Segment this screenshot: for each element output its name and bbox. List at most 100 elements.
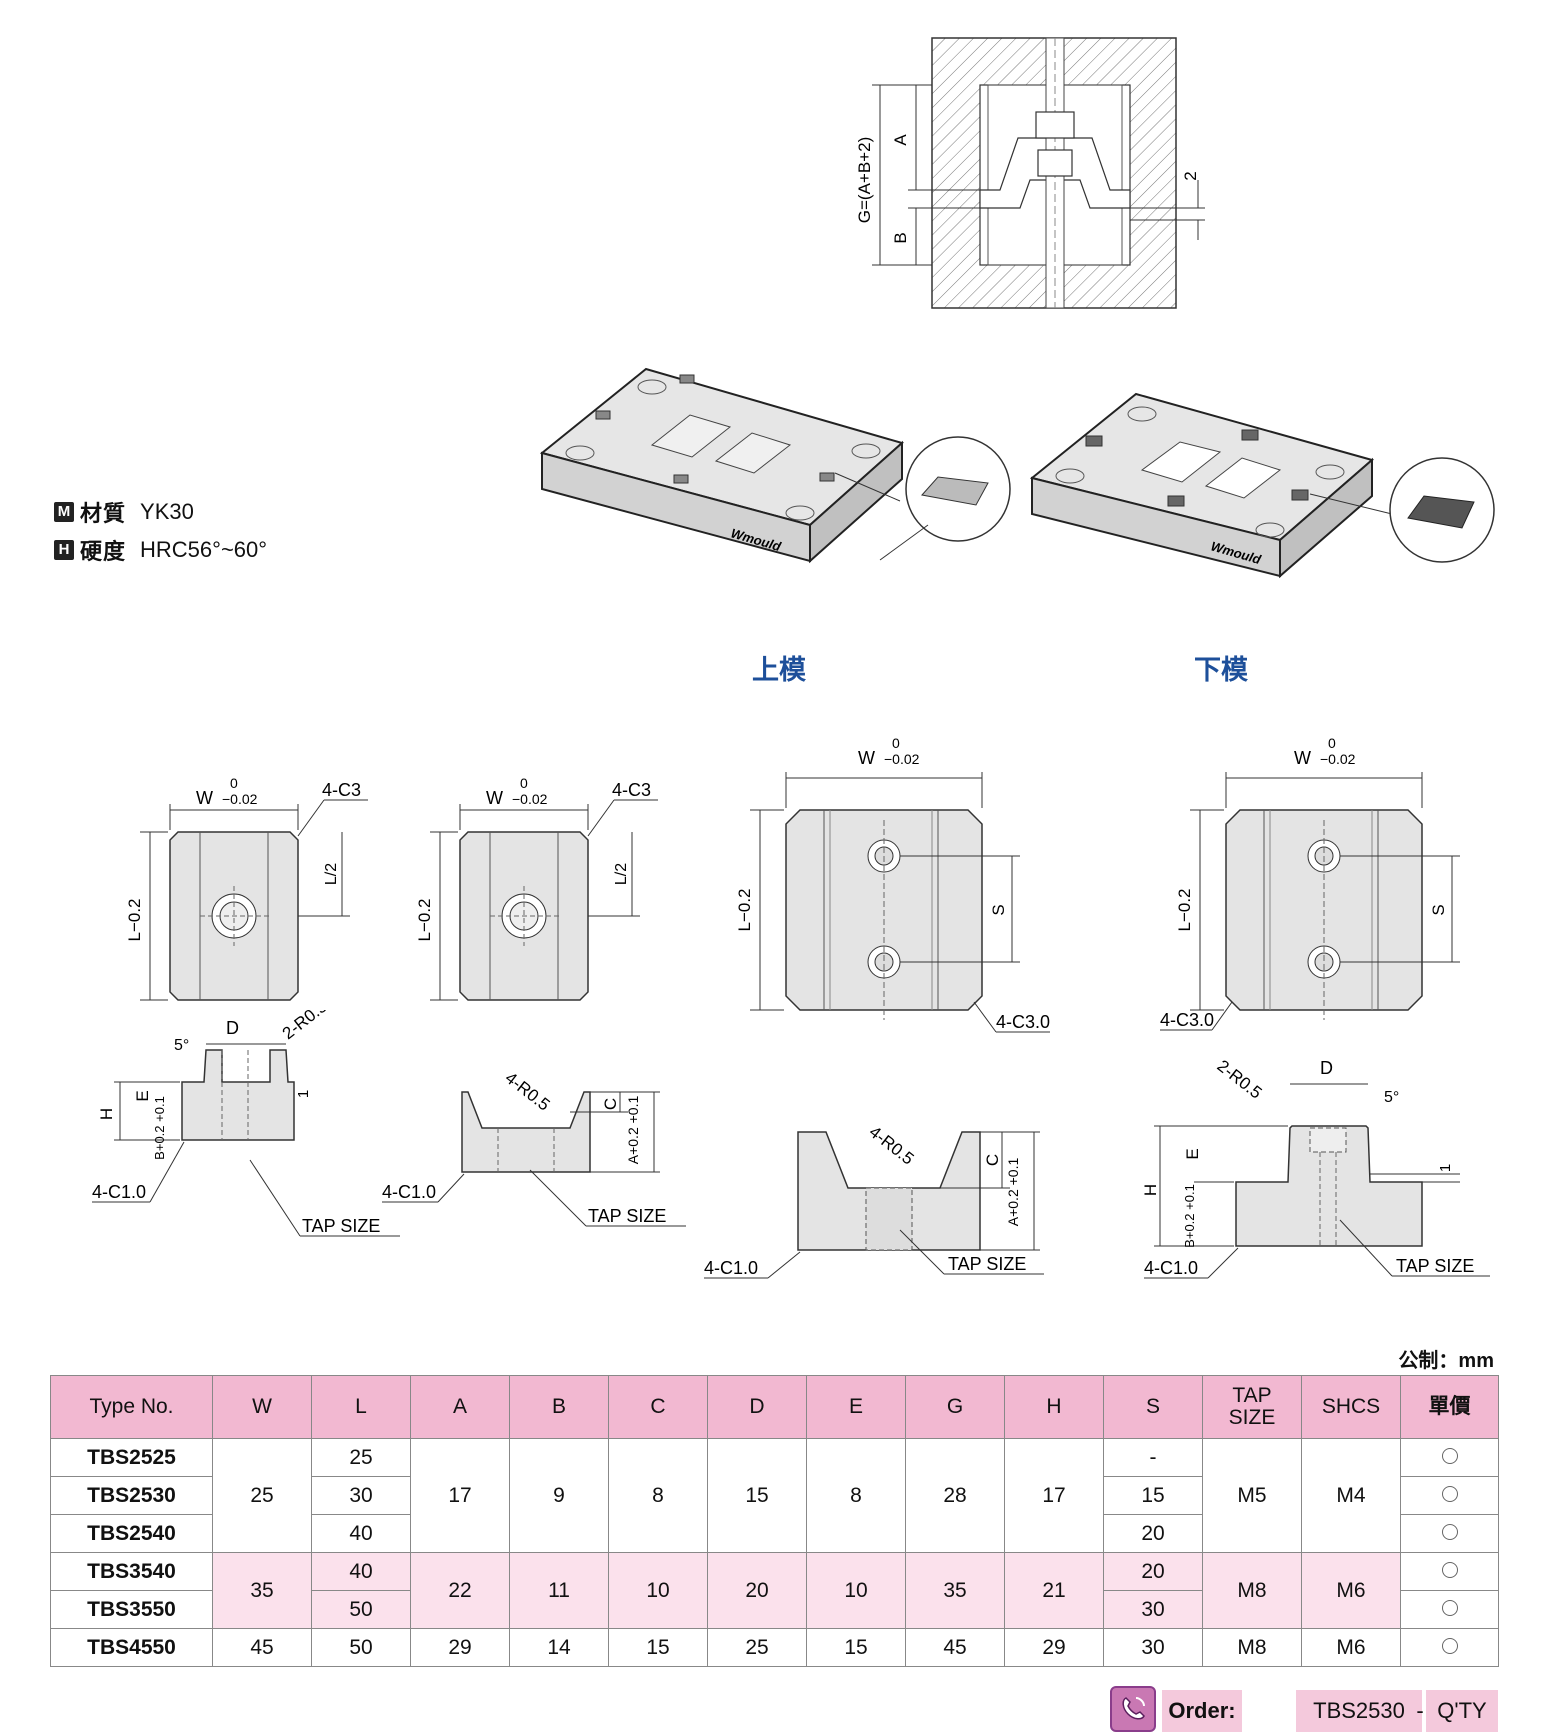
w-label: W bbox=[858, 748, 875, 768]
w-label: W bbox=[196, 788, 213, 808]
drawing-type1-side: D 5° 2-R0.5 H E B+0.2 +0.1 1 4-C1.0 TAP … bbox=[92, 1010, 400, 1237]
cell-price-select[interactable] bbox=[1400, 1438, 1499, 1477]
b-tol-label: B+0.2 +0.1 bbox=[152, 1096, 167, 1160]
cell-g: 35 bbox=[905, 1552, 1005, 1629]
drawing-type2-top: W 0 −0.02 4-C3 L−0.2 L/2 bbox=[415, 775, 658, 1001]
l-tol-label: L−0.2 bbox=[415, 898, 434, 941]
cell-price-select[interactable] bbox=[1400, 1514, 1499, 1553]
cell-h: 21 bbox=[1004, 1552, 1104, 1629]
radio-circle[interactable] bbox=[1441, 1523, 1458, 1540]
h-label: H bbox=[97, 1108, 116, 1120]
w-label: W bbox=[1294, 748, 1311, 768]
cell-w: 25 bbox=[212, 1438, 312, 1553]
cell-w: 35 bbox=[212, 1552, 312, 1629]
cell-g: 28 bbox=[905, 1438, 1005, 1553]
two-label: 2 bbox=[1181, 171, 1200, 180]
cell-c: 15 bbox=[608, 1628, 708, 1667]
chamfer-c30-label: 4-C3.0 bbox=[996, 1012, 1050, 1032]
g-formula-label: G=(A+B+2) bbox=[855, 137, 874, 223]
drawing-upper-side: 4-R0.5 C A+0.2 +0.1 4-C1.0 TAP SIZE bbox=[704, 1122, 1044, 1279]
cell-e: 8 bbox=[806, 1438, 906, 1553]
header-l: L bbox=[311, 1375, 411, 1439]
material-value: YK30 bbox=[140, 499, 194, 524]
cell-shcs: M6 bbox=[1301, 1552, 1401, 1629]
header-unit-price: 單價 bbox=[1400, 1375, 1499, 1439]
w-label: W bbox=[486, 788, 503, 808]
header-c: C bbox=[608, 1375, 708, 1439]
order-value[interactable]: TBS2530 bbox=[1296, 1690, 1422, 1732]
l-half-label: L/2 bbox=[613, 863, 630, 885]
cell-type: TBS2530 bbox=[50, 1476, 213, 1515]
a-tol-label: A+0.2 +0.1 bbox=[625, 1096, 641, 1165]
header-w: W bbox=[212, 1375, 312, 1439]
cell-a: 22 bbox=[410, 1552, 510, 1629]
chamfer-c10-label: 4-C1.0 bbox=[704, 1258, 758, 1278]
s-label: S bbox=[1429, 904, 1448, 915]
chamfer-c30-label: 4-C3.0 bbox=[1160, 1010, 1214, 1030]
drawing-lower-top: W 0 −0.02 L−0.2 S 4-C3.0 bbox=[1160, 735, 1460, 1031]
cell-b: 11 bbox=[509, 1552, 609, 1629]
h-label: H bbox=[1141, 1184, 1160, 1196]
radio-circle[interactable] bbox=[1441, 1485, 1458, 1502]
cell-price-select[interactable] bbox=[1400, 1628, 1499, 1667]
e-label: E bbox=[1183, 1148, 1202, 1159]
d-label: D bbox=[1320, 1058, 1333, 1078]
s-label: S bbox=[989, 904, 1008, 915]
cell-a: 17 bbox=[410, 1438, 510, 1553]
radio-circle[interactable] bbox=[1441, 1561, 1458, 1578]
cell-price-select[interactable] bbox=[1400, 1476, 1499, 1515]
w-tol-upper: 0 bbox=[892, 735, 900, 751]
header-shcs: SHCS bbox=[1301, 1375, 1401, 1439]
a-tol-label: A+0.2 +0.1 bbox=[1005, 1158, 1021, 1227]
cell-s: 30 bbox=[1103, 1590, 1203, 1629]
radio-circle[interactable] bbox=[1441, 1447, 1458, 1464]
cell-type: TBS3540 bbox=[50, 1552, 213, 1591]
one-label: 1 bbox=[295, 1090, 312, 1098]
r05-2-label: 2-R0.5 bbox=[279, 1010, 331, 1043]
cell-l: 40 bbox=[311, 1514, 411, 1553]
w-tol-lower: −0.02 bbox=[222, 791, 258, 807]
hardness-value: HRC56°~60° bbox=[140, 537, 268, 562]
cell-l: 50 bbox=[311, 1590, 411, 1629]
cell-d: 20 bbox=[707, 1552, 807, 1629]
order-qty-field[interactable]: Q'TY bbox=[1426, 1690, 1498, 1732]
lower-mold-title: 下模 bbox=[1194, 655, 1248, 685]
header-s: S bbox=[1103, 1375, 1203, 1439]
table-row: TBS2530 30 15 bbox=[50, 1476, 1499, 1515]
l-tol-label: L−0.2 bbox=[735, 888, 754, 931]
chamfer-c3-label: 4-C3 bbox=[322, 780, 361, 800]
cell-s: 20 bbox=[1103, 1552, 1203, 1591]
phone-order-icon[interactable] bbox=[1110, 1686, 1156, 1732]
c-label: C bbox=[983, 1154, 1002, 1166]
header-tap-line1: TAP bbox=[1232, 1384, 1272, 1407]
order-label: Order: bbox=[1162, 1690, 1242, 1732]
d-label: D bbox=[226, 1018, 239, 1038]
radio-circle[interactable] bbox=[1441, 1599, 1458, 1616]
table-row: TBS2540 40 20 bbox=[50, 1514, 1499, 1553]
cell-price-select[interactable] bbox=[1400, 1590, 1499, 1629]
w-tol-lower: −0.02 bbox=[884, 751, 920, 767]
chamfer-c10-label: 4-C1.0 bbox=[382, 1182, 436, 1202]
radio-circle[interactable] bbox=[1441, 1637, 1458, 1654]
cell-s: 15 bbox=[1103, 1476, 1203, 1515]
hardness-badge: H bbox=[54, 540, 74, 560]
table-row: TBS2525 25 25 17 9 8 15 8 28 17 - M5 M4 bbox=[50, 1438, 1499, 1553]
cell-type: TBS2525 bbox=[50, 1438, 213, 1477]
cell-tap: M5 bbox=[1202, 1438, 1302, 1553]
r05-4-label: 4-R0.5 bbox=[866, 1122, 918, 1168]
header-a: A bbox=[410, 1375, 510, 1439]
cross-section-drawing: G=(A+B+2) A B 2 bbox=[855, 37, 1205, 309]
w-tol-lower: −0.02 bbox=[512, 791, 548, 807]
b-tol-label: B+0.2 +0.1 bbox=[1182, 1184, 1197, 1248]
cell-h: 17 bbox=[1004, 1438, 1104, 1553]
cell-tap: M8 bbox=[1202, 1552, 1302, 1629]
header-tap-line2: SIZE bbox=[1228, 1406, 1276, 1429]
cell-g: 45 bbox=[905, 1628, 1005, 1667]
r05-2-label: 2-R0.5 bbox=[1214, 1056, 1266, 1102]
cell-c: 8 bbox=[608, 1438, 708, 1553]
l-tol-label: L−0.2 bbox=[125, 898, 144, 941]
cell-price-select[interactable] bbox=[1400, 1552, 1499, 1591]
cell-s: - bbox=[1103, 1438, 1203, 1477]
